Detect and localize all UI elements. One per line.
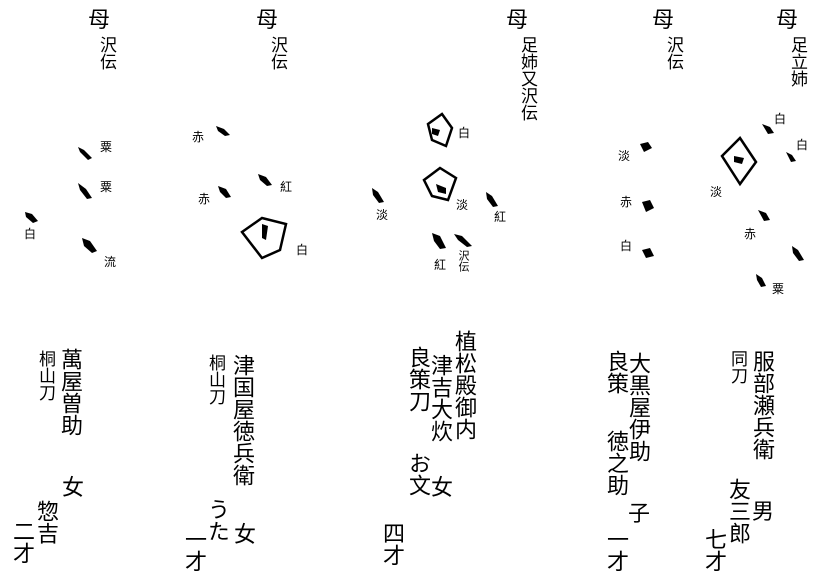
spot-label: 白 <box>774 112 787 126</box>
spot-label: 赤 <box>620 195 633 209</box>
mother-label-5: 母 <box>776 8 799 33</box>
source-text-2: 沢伝 <box>267 36 287 70</box>
mark <box>642 200 654 212</box>
outlined-spot <box>720 136 758 187</box>
outlined-spot <box>426 112 454 148</box>
mother-label-3: 母 <box>506 8 529 33</box>
spot-label: 白 <box>24 227 37 241</box>
age-text-4: 一才 <box>603 528 628 572</box>
mark <box>432 233 446 249</box>
outlined-spot <box>240 216 288 260</box>
panel-4-marks <box>640 142 654 258</box>
panel-5-marks <box>720 124 804 287</box>
child-name-5: 友三郎 <box>725 478 750 544</box>
age-text-2: 一才 <box>181 528 206 572</box>
panel-2-marks <box>216 126 288 260</box>
spot-label: 紅 <box>280 180 293 194</box>
mark <box>786 152 796 162</box>
spot-label: 淡 <box>376 208 389 222</box>
spot-label: 赤 <box>744 227 757 241</box>
alias-text-3: 良策刀 <box>405 346 430 412</box>
outlined-spot <box>422 166 458 202</box>
mark <box>372 188 384 203</box>
alias-text-1: 桐山刀 <box>35 350 55 401</box>
mark <box>762 124 774 134</box>
panel-3-marks <box>372 112 498 249</box>
source-text-1: 沢伝 <box>96 36 116 70</box>
mark <box>262 224 268 240</box>
spot-label: 赤 <box>192 130 205 144</box>
age-text-5: 七才 <box>701 528 726 572</box>
mother-label-1: 母 <box>88 8 111 33</box>
gender-text-3: 女 <box>431 476 454 501</box>
mark <box>486 192 498 207</box>
alias-text-4: 良策 <box>603 350 628 394</box>
spot-label: 沢伝 <box>457 250 470 272</box>
mark <box>792 246 804 261</box>
alias-text-2: 桐山刀 <box>205 354 225 405</box>
spot-label: 淡 <box>618 149 631 163</box>
mark <box>454 234 472 247</box>
mark <box>642 248 654 258</box>
spot-label: 白 <box>796 138 809 152</box>
mark <box>436 184 446 194</box>
person-line2-3: 津吉大炊 <box>427 354 452 442</box>
mother-label-4: 母 <box>652 8 675 33</box>
mark <box>640 142 652 152</box>
spot-label: 紅 <box>434 258 447 272</box>
spot-label: 流 <box>104 255 117 269</box>
mark <box>756 274 766 287</box>
age-text-3: 四才 <box>379 522 404 566</box>
spot-label: 淡 <box>710 185 723 199</box>
mark <box>216 126 230 136</box>
person-text-2: 津国屋徳兵衛 <box>229 354 254 486</box>
age-text-1: 二才 <box>9 520 34 564</box>
source-text-4: 沢伝 <box>663 36 683 70</box>
mother-label-2: 母 <box>256 8 279 33</box>
source-text-3: 足姉又沢伝 <box>517 36 537 121</box>
mark <box>78 147 92 160</box>
child-name-3: お文 <box>405 452 430 496</box>
mark <box>25 212 38 223</box>
spot-label: 白 <box>458 126 471 140</box>
spot-label: 粟 <box>772 282 785 296</box>
mark <box>758 210 770 221</box>
alias-text-5: 同刀 <box>727 350 747 384</box>
gender-text-4: 子 <box>628 502 651 527</box>
child-name-1: 惣吉 <box>33 500 58 544</box>
child-name-4: 徳之助 <box>603 430 628 496</box>
spot-label: 淡 <box>456 198 469 212</box>
mark <box>258 174 272 186</box>
mark <box>218 186 231 198</box>
person-line1-3: 植松殿御内 <box>451 330 476 440</box>
spot-label: 白 <box>296 243 309 257</box>
spot-label: 白 <box>620 239 633 253</box>
mark <box>734 156 744 164</box>
mark <box>432 128 440 136</box>
person-text-4: 大黒屋伊助 <box>625 352 650 462</box>
person-text-1: 萬屋曽助 <box>57 348 82 436</box>
person-text-5: 服部瀬兵衛 <box>749 350 774 460</box>
source-text-5: 足立姉 <box>787 36 807 87</box>
mark <box>78 183 92 199</box>
mark <box>82 238 97 253</box>
gender-text-1: 女 <box>62 476 85 501</box>
spot-label: 赤 <box>198 192 211 206</box>
spot-label: 粟 <box>100 140 113 154</box>
spot-label: 紅 <box>494 210 507 224</box>
gender-text-2: 女 <box>234 523 257 548</box>
child-name-2: うた <box>204 498 229 542</box>
gender-text-5: 男 <box>752 500 775 525</box>
spot-label: 粟 <box>100 180 113 194</box>
